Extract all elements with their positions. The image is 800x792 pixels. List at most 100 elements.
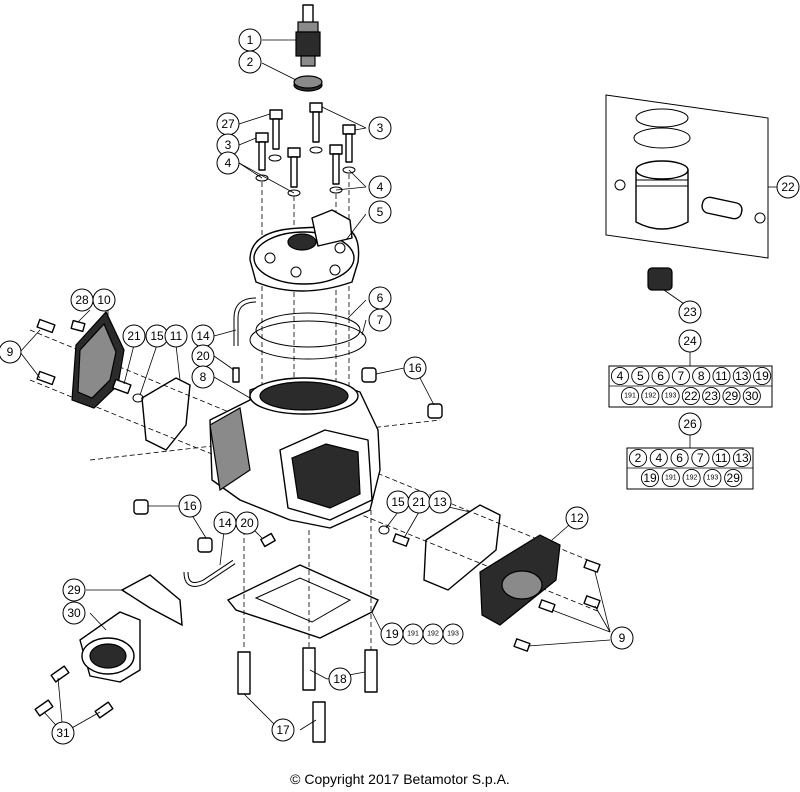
callout-20-lower: 20 xyxy=(235,511,259,535)
svg-text:23: 23 xyxy=(705,389,719,403)
kit-part-number: 191 xyxy=(620,386,640,406)
svg-text:21: 21 xyxy=(127,329,141,343)
svg-text:14: 14 xyxy=(218,516,232,530)
exhaust-flange-left xyxy=(19,309,125,409)
svg-text:192: 192 xyxy=(686,475,698,482)
kit-part-number: 192 xyxy=(682,468,701,488)
bolts-right xyxy=(513,559,611,652)
svg-text:13: 13 xyxy=(735,369,749,383)
kit-part-number: 4 xyxy=(610,366,630,386)
svg-text:22: 22 xyxy=(684,389,698,403)
svg-text:18: 18 xyxy=(333,672,347,686)
plug-washer-part xyxy=(261,62,323,92)
callout-193: 193 xyxy=(442,623,464,645)
cylinder-part xyxy=(209,376,381,529)
kit-part-number: 6 xyxy=(651,366,670,386)
callout-6: 6 xyxy=(368,286,392,310)
piston-part xyxy=(635,160,689,230)
callout-15-right: 15 xyxy=(386,490,410,514)
svg-text:26: 26 xyxy=(683,417,697,431)
svg-text:12: 12 xyxy=(570,511,584,525)
callout-4-right: 4 xyxy=(368,175,392,199)
needle-bearing-part xyxy=(647,267,688,307)
svg-text:8: 8 xyxy=(200,370,207,384)
svg-text:191: 191 xyxy=(407,631,419,638)
kit-part-number: 192 xyxy=(641,386,660,406)
kit-part-number: 7 xyxy=(671,366,690,386)
svg-text:22: 22 xyxy=(781,180,795,194)
callout-9-left: 9 xyxy=(0,340,22,364)
callout-16-left: 16 xyxy=(178,494,202,518)
kit-part-number: 22 xyxy=(681,386,700,406)
base-gasket xyxy=(226,564,382,639)
exhaust-manifold-part xyxy=(79,611,141,683)
svg-text:1: 1 xyxy=(247,33,254,47)
callout-21-right: 21 xyxy=(407,490,431,514)
callout-26: 26 xyxy=(678,412,702,436)
callout-18: 18 xyxy=(328,667,352,691)
svg-text:3: 3 xyxy=(377,121,384,135)
svg-text:31: 31 xyxy=(56,726,70,740)
svg-text:21: 21 xyxy=(412,495,426,509)
svg-text:11: 11 xyxy=(715,369,728,383)
svg-text:16: 16 xyxy=(408,361,422,375)
callout-1: 1 xyxy=(238,28,262,52)
nuts xyxy=(133,367,443,553)
svg-text:13: 13 xyxy=(433,495,447,509)
kit-part-number: 6 xyxy=(670,448,689,468)
callout-20-upper: 20 xyxy=(191,344,215,368)
callout-5: 5 xyxy=(368,200,392,224)
callout-28: 28 xyxy=(70,288,94,312)
piston-kit-box xyxy=(605,94,780,259)
callout-16-right: 16 xyxy=(403,356,427,380)
callout-30: 30 xyxy=(62,601,86,625)
callout-14-lower: 14 xyxy=(213,511,237,535)
svg-text:23: 23 xyxy=(683,305,697,319)
svg-text:4: 4 xyxy=(617,369,624,383)
fittings xyxy=(213,355,276,548)
callout-29: 29 xyxy=(62,578,86,602)
kit-part-number: 19 xyxy=(753,366,772,386)
callout-13: 13 xyxy=(428,490,452,514)
callout-11: 11 xyxy=(164,324,188,348)
exhaust-cover-right xyxy=(479,517,578,626)
kit-part-number: 7 xyxy=(691,448,710,468)
svg-text:11: 11 xyxy=(170,329,183,343)
cylinder-head-part xyxy=(249,209,367,292)
callout-4-left: 4 xyxy=(216,151,240,175)
svg-text:2: 2 xyxy=(635,451,642,465)
kit-part-number: 19 xyxy=(640,468,660,488)
svg-text:29: 29 xyxy=(727,471,741,485)
svg-text:20: 20 xyxy=(240,516,254,530)
svg-text:192: 192 xyxy=(427,631,439,638)
callout-21-left: 21 xyxy=(122,324,146,348)
callout-192: 192 xyxy=(422,623,444,645)
head-o-rings xyxy=(249,299,367,360)
svg-text:30: 30 xyxy=(67,606,81,620)
copyright-footer: © Copyright 2017 Betamotor S.p.A. xyxy=(290,771,510,787)
svg-text:20: 20 xyxy=(196,349,210,363)
svg-text:10: 10 xyxy=(97,293,111,307)
callout-14-upper: 14 xyxy=(191,324,215,348)
svg-text:6: 6 xyxy=(377,291,384,305)
svg-text:191: 191 xyxy=(624,393,636,400)
gasket-left xyxy=(141,344,191,451)
svg-text:193: 193 xyxy=(447,631,459,638)
svg-text:9: 9 xyxy=(7,345,14,359)
svg-text:7: 7 xyxy=(697,451,704,465)
svg-text:16: 16 xyxy=(183,499,197,513)
callout-31: 31 xyxy=(51,721,75,745)
svg-text:30: 30 xyxy=(745,389,759,403)
manifold-bolts xyxy=(34,665,114,734)
svg-text:24: 24 xyxy=(683,334,697,348)
svg-text:19: 19 xyxy=(643,471,657,485)
svg-text:11: 11 xyxy=(715,451,728,465)
kit-part-number: 193 xyxy=(661,386,680,406)
spark-plug-part xyxy=(262,4,321,67)
svg-text:7: 7 xyxy=(678,369,685,383)
